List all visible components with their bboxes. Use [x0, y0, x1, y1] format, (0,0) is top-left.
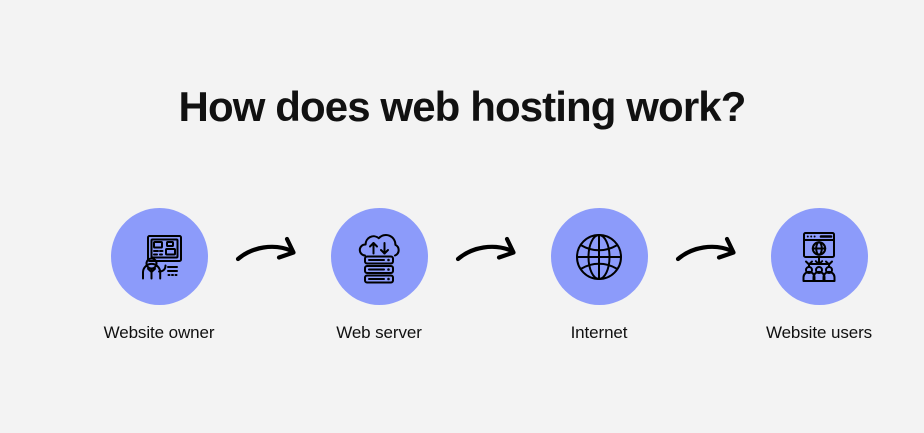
globe-icon: [573, 231, 625, 283]
presenter-board-icon: [132, 230, 186, 284]
process-flow: Website owner: [88, 200, 872, 350]
curved-arrow-right-icon: [674, 235, 744, 279]
flow-step-label: Web server: [336, 323, 422, 342]
flow-step-label: Website owner: [103, 323, 215, 342]
icon-circle-web-server: [330, 208, 428, 305]
flow-step-label: Website users: [765, 323, 873, 342]
curved-arrow-right-icon: [234, 235, 304, 279]
flow-step-website-users: Website users: [748, 200, 890, 343]
icon-circle-website-users: [770, 208, 868, 305]
icon-circle-internet: [550, 208, 648, 305]
flow-step-label: Internet: [570, 323, 628, 342]
flow-step-internet: Internet: [528, 200, 670, 343]
curved-arrow-right-icon: [454, 235, 524, 279]
flow-step-website-owner: Website owner: [88, 200, 230, 343]
flow-connector-2: [450, 208, 528, 305]
flow-connector-3: [670, 208, 748, 305]
page-title: How does web hosting work?: [178, 83, 747, 130]
icon-circle-website-owner: [110, 208, 208, 305]
flow-connector-1: [230, 208, 308, 305]
cloud-server-stack-icon: [352, 230, 406, 284]
flow-step-web-server: Web server: [308, 200, 450, 343]
browser-users-network-icon: [792, 230, 846, 284]
